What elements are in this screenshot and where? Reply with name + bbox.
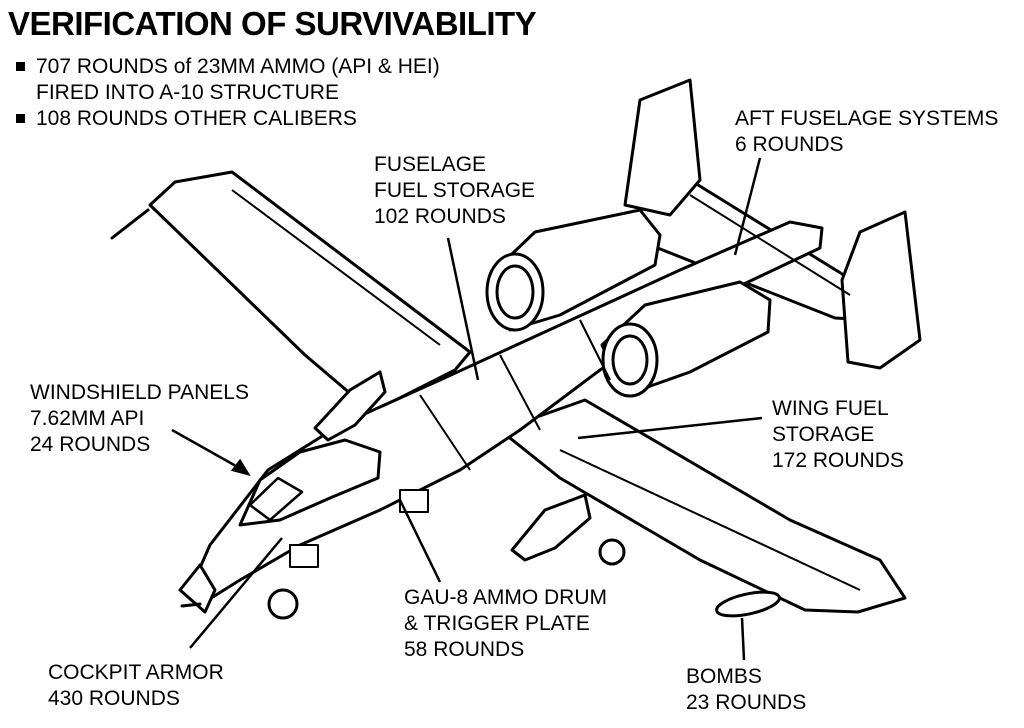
left-gear-pod: [313, 370, 387, 442]
bullet-item: 108 ROUNDS OTHER CALIBERS: [14, 106, 440, 132]
callout-label: AFT FUSELAGE SYSTEMS: [735, 107, 999, 130]
gau8-muzzle: [180, 602, 202, 608]
bomb: [715, 590, 781, 618]
left-wing-tip-probe: [110, 208, 150, 240]
callout-aft-fuselage: AFT FUSELAGE SYSTEMS 6 ROUNDS: [735, 106, 998, 158]
callout-label: FUEL STORAGE: [374, 179, 536, 202]
callout-label: WING FUEL: [772, 397, 889, 420]
summary-bullets: 707 ROUNDS of 23MM AMMO (API & HEI) FIRE…: [14, 54, 440, 132]
right-gear-pod: [510, 493, 592, 562]
callout-label: WINDSHIELD PANELS: [30, 381, 249, 404]
callout-label: FUSELAGE: [374, 153, 487, 176]
callout-count: 102 ROUNDS: [374, 205, 506, 228]
callout-count: 23 ROUNDS: [686, 691, 807, 714]
callout-label: & TRIGGER PLATE: [404, 612, 590, 635]
right-vertical-tail: [840, 210, 922, 370]
callout-cockpit-armor: COCKPIT ARMOR 430 ROUNDS: [48, 660, 224, 712]
callout-label: BOMBS: [686, 665, 762, 688]
page-title: VERIFICATION OF SURVIVABILITY: [8, 5, 537, 42]
bullet-line: 108 ROUNDS OTHER CALIBERS: [36, 107, 357, 130]
callout-windshield: WINDSHIELD PANELS 7.62MM API 24 ROUNDS: [30, 380, 249, 458]
callout-count: 24 ROUNDS: [30, 433, 151, 456]
bullet-square-icon: [16, 114, 25, 123]
callout-wing-fuel: WING FUEL STORAGE 172 ROUNDS: [772, 396, 904, 474]
callout-label: GAU-8 AMMO DRUM: [404, 586, 608, 609]
callout-count: 172 ROUNDS: [772, 449, 904, 472]
callout-label: STORAGE: [772, 423, 875, 446]
callout-gau8: GAU-8 AMMO DRUM & TRIGGER PLATE 58 ROUND…: [404, 585, 607, 663]
callout-label: 7.62MM API: [30, 407, 145, 430]
left-wing: [148, 170, 472, 414]
bullet-square-icon: [16, 62, 25, 71]
bullet-item: 707 ROUNDS of 23MM AMMO (API & HEI) FIRE…: [14, 54, 440, 106]
right-wing: [498, 398, 907, 614]
callout-bombs: BOMBS 23 ROUNDS: [686, 664, 806, 716]
bullet-line: FIRED INTO A-10 STRUCTURE: [36, 81, 339, 104]
callout-count: 430 ROUNDS: [48, 687, 180, 710]
callout-fuselage-fuel: FUSELAGE FUEL STORAGE 102 ROUNDS: [374, 152, 535, 230]
left-vertical-tail: [623, 78, 702, 217]
callout-label: COCKPIT ARMOR: [48, 661, 224, 684]
callout-count: 6 ROUNDS: [735, 133, 844, 156]
bullet-line: 707 ROUNDS of 23MM AMMO (API & HEI): [36, 55, 440, 78]
callout-count: 58 ROUNDS: [404, 638, 525, 661]
